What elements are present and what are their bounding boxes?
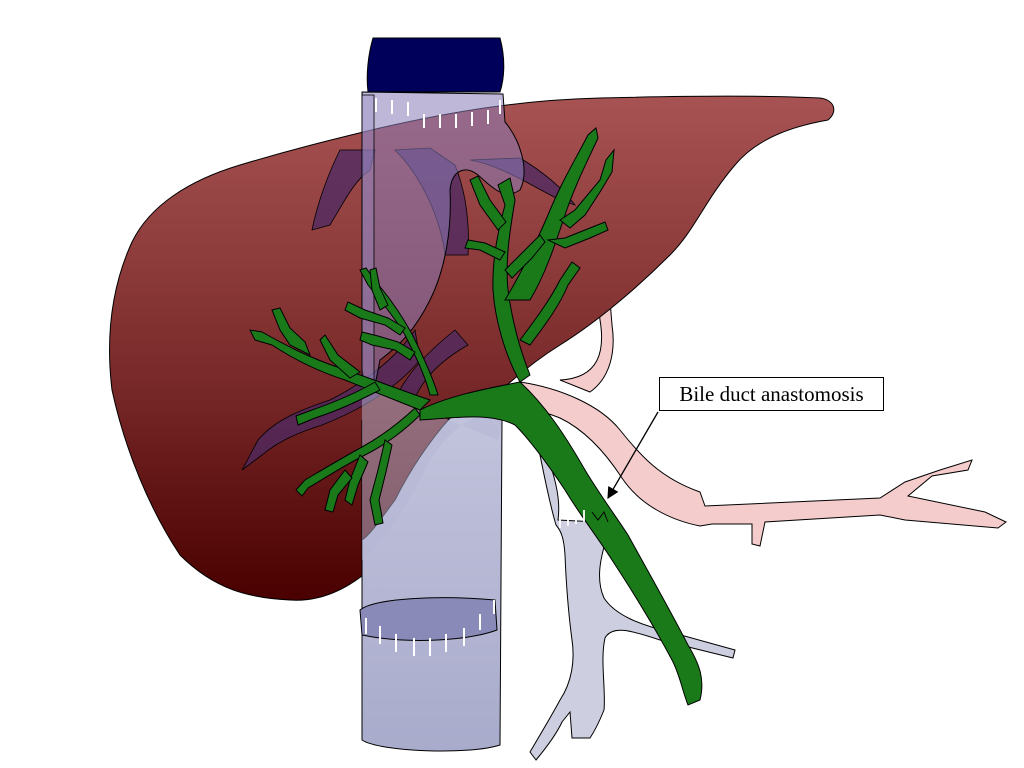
caval-sutures-lower <box>365 600 495 656</box>
callout-arrow <box>607 411 659 500</box>
caval-sutures-upper <box>375 98 501 128</box>
biliary-sutures <box>591 510 609 523</box>
inferior-vena-cava <box>359 91 525 752</box>
portal-sutures <box>559 510 585 528</box>
bile-duct-anastomosis-label: Bile duct anastomosis <box>659 377 884 411</box>
suprahepatic-cava-cuff <box>366 37 505 93</box>
bile-duct-tree <box>249 127 703 706</box>
hepatic-veins <box>241 147 577 471</box>
